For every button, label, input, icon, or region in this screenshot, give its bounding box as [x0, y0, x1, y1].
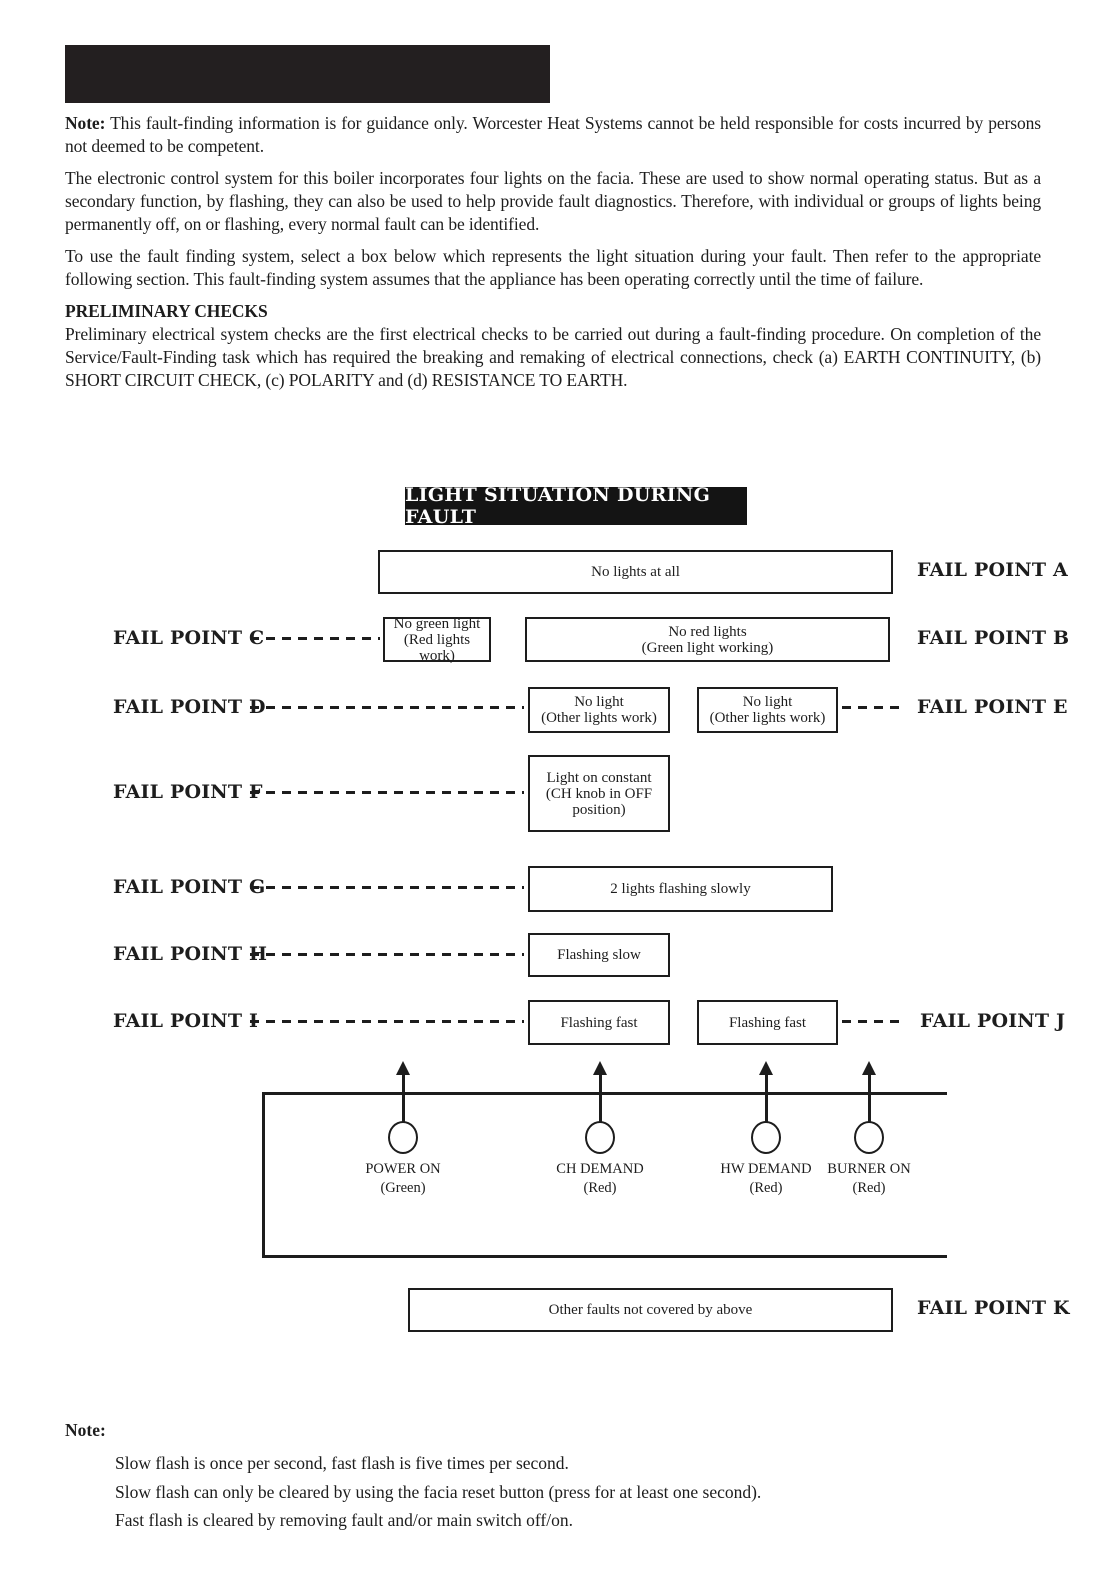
preliminary-checks-heading: PRELIMINARY CHECKS	[65, 301, 268, 321]
usage-paragraph: To use the fault finding system, select …	[65, 246, 1041, 289]
arrow-stem	[599, 1074, 602, 1122]
control-system-paragraph: The electronic control system for this b…	[65, 168, 1041, 234]
box-no-green-light-line1: No green light	[393, 615, 481, 632]
box-flashing-fast-right-text: Flashing fast	[728, 1014, 807, 1031]
fail-point-i-label: FAIL POINT I	[113, 1010, 259, 1032]
arrow-stem	[868, 1074, 871, 1122]
box-two-lights-flashing-slowly: 2 lights flashing slowly	[528, 866, 833, 912]
box-light-on-constant-line3: position)	[572, 801, 626, 818]
burner-on-name: BURNER ON	[827, 1161, 911, 1177]
burner-on-light-icon	[854, 1121, 884, 1154]
arrow-up-icon	[593, 1061, 607, 1075]
footer-note: Note: Slow flash is once per second, fas…	[65, 1420, 965, 1535]
intro-text: Note: This fault-finding information is …	[65, 112, 1041, 401]
footer-note-line1: Slow flash is once per second, fast flas…	[115, 1453, 569, 1473]
box-no-light-hw-line1: No light	[742, 694, 793, 710]
ch-demand-color: (Red)	[583, 1180, 617, 1196]
box-light-on-constant-line2: (CH knob in OFF	[545, 785, 653, 802]
box-no-light-hw: No light (Other lights work)	[697, 687, 838, 733]
connector-c	[250, 637, 380, 640]
arrow-up-icon	[396, 1061, 410, 1075]
note-body: This fault-finding information is for gu…	[65, 113, 1041, 156]
bracket-left-line	[262, 1092, 265, 1258]
arrow-stem	[402, 1074, 405, 1122]
box-other-faults: Other faults not covered by above	[408, 1288, 893, 1332]
arrow-stem	[765, 1074, 768, 1122]
power-on-light-icon	[388, 1121, 418, 1154]
connector-h	[250, 953, 524, 956]
footer-note-label: Note:	[65, 1420, 106, 1440]
fail-point-e-label: FAIL POINT E	[917, 696, 1068, 718]
ch-demand-label: CH DEMAND (Red)	[530, 1160, 670, 1198]
fail-point-c-label: FAIL POINT C	[113, 627, 265, 649]
preliminary-checks-paragraph: Preliminary electrical system checks are…	[65, 324, 1041, 390]
box-flashing-fast-left: Flashing fast	[528, 1000, 670, 1045]
box-no-lights-at-all: No lights at all	[378, 550, 893, 594]
box-no-light-ch-line1: No light	[574, 694, 624, 710]
box-other-faults-text: Other faults not covered by above	[548, 1302, 753, 1318]
connector-f	[250, 791, 524, 794]
hw-demand-light-icon	[751, 1121, 781, 1154]
box-no-green-light-line2: (Red lights work)	[403, 631, 471, 664]
box-flashing-fast-right: Flashing fast	[697, 1000, 838, 1045]
fail-point-d-label: FAIL POINT D	[113, 696, 266, 718]
ch-demand-light-icon	[585, 1121, 615, 1154]
box-no-red-lights-line1: No red lights	[668, 623, 747, 640]
bracket-bottom-line	[262, 1255, 947, 1258]
connector-i	[250, 1020, 524, 1023]
box-light-on-constant-line1: Light on constant	[546, 769, 652, 786]
burner-on-label: BURNER ON (Red)	[799, 1160, 939, 1198]
connector-e	[842, 706, 902, 709]
hw-demand-color: (Red)	[749, 1180, 783, 1196]
power-on-label: POWER ON (Green)	[333, 1160, 473, 1198]
footer-note-line3: Fast flash is cleared by removing fault …	[115, 1510, 573, 1530]
power-on-name: POWER ON	[365, 1161, 441, 1177]
box-no-light-ch-line2: (Other lights work)	[541, 710, 657, 726]
fail-point-g-label: FAIL POINT G	[113, 876, 266, 898]
power-on-color: (Green)	[380, 1180, 426, 1196]
fail-point-k-label: FAIL POINT K	[917, 1297, 1070, 1319]
hw-demand-label: HW DEMAND (Red)	[696, 1160, 836, 1198]
box-flashing-fast-left-text: Flashing fast	[560, 1014, 638, 1031]
box-no-light-ch: No light (Other lights work)	[528, 687, 670, 733]
hw-demand-name: HW DEMAND	[720, 1161, 812, 1177]
fail-point-b-label: FAIL POINT B	[917, 627, 1070, 649]
note-label: Note:	[65, 113, 106, 133]
fail-point-h-label: FAIL POINT H	[113, 943, 268, 965]
box-no-lights-at-all-text: No lights at all	[591, 564, 680, 580]
connector-d	[250, 706, 524, 709]
footer-note-line2: Slow flash can only be cleared by using …	[115, 1481, 762, 1502]
ch-demand-name: CH DEMAND	[556, 1161, 644, 1177]
box-no-red-lights: No red lights (Green light working)	[525, 617, 890, 662]
arrow-up-icon	[759, 1061, 773, 1075]
box-no-red-lights-line2: (Green light working)	[641, 639, 774, 656]
fail-point-a-label: FAIL POINT A	[917, 559, 1068, 581]
bracket-top-line	[262, 1092, 947, 1095]
box-light-on-constant: Light on constant (CH knob in OFF positi…	[528, 755, 670, 832]
section-header-bar	[65, 45, 550, 103]
arrow-up-icon	[862, 1061, 876, 1075]
box-no-light-hw-line2: (Other lights work)	[709, 710, 826, 726]
note-paragraph: Note: This fault-finding information is …	[65, 112, 1041, 158]
box-no-green-light: No green light (Red lights work)	[383, 615, 491, 664]
connector-g	[250, 886, 524, 889]
box-two-lights-flashing-slowly-text: 2 lights flashing slowly	[610, 881, 751, 897]
box-flashing-slow-text: Flashing slow	[557, 947, 641, 963]
box-flashing-slow: Flashing slow	[528, 933, 670, 977]
fail-point-f-label: FAIL POINT F	[113, 781, 263, 803]
diagram-title: LIGHT SITUATION DURING FAULT	[405, 484, 747, 528]
burner-on-color: (Red)	[852, 1180, 886, 1196]
fail-point-j-label: FAIL POINT J	[920, 1010, 1066, 1032]
connector-j	[842, 1020, 902, 1023]
